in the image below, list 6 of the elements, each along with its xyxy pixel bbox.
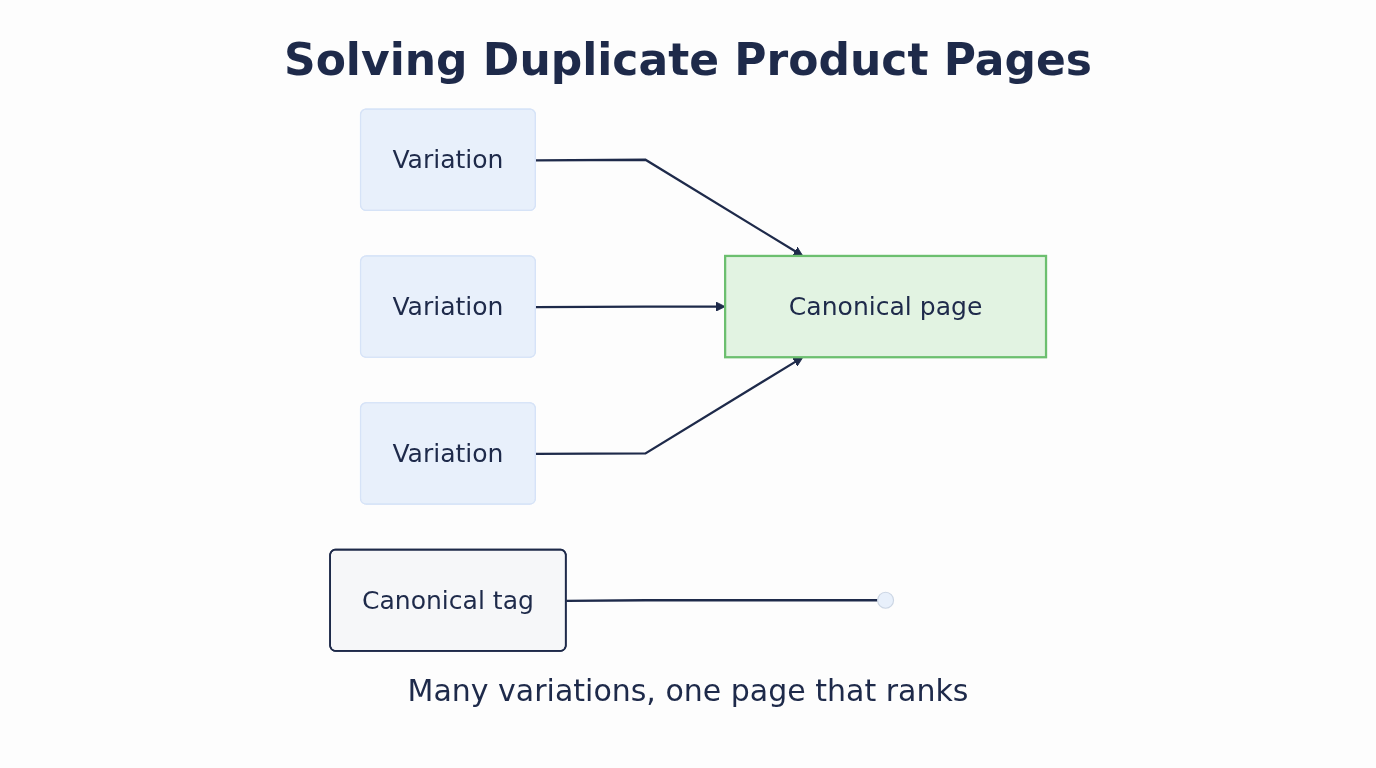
arrow <box>535 301 726 312</box>
connector <box>566 599 878 602</box>
node-box: Canonical page <box>723 254 1048 359</box>
caption: Many variations, one page that ranks <box>407 673 969 708</box>
diagram-title: Solving Duplicate Product Pages <box>283 34 1093 85</box>
node-circle <box>876 591 895 609</box>
